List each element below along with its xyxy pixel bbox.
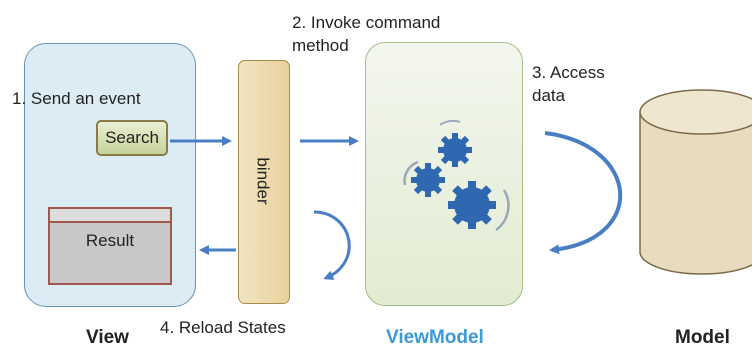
- step3-label-line1: 3. Access: [532, 63, 605, 82]
- result-header: [50, 209, 170, 223]
- gear-icon: [448, 181, 496, 229]
- step4-label: 4. Reload States: [160, 318, 286, 337]
- gears-icon: [403, 119, 510, 232]
- model-title: Model: [675, 327, 730, 348]
- step2-label-line1: 2. Invoke command: [292, 13, 441, 32]
- search-button[interactable]: Search: [96, 120, 168, 156]
- result-box: Result: [48, 207, 172, 285]
- database-icon: [639, 89, 752, 275]
- arrow-access-data-curve: [544, 131, 623, 255]
- gear-icon: [438, 133, 472, 167]
- viewmodel-title: ViewModel: [386, 327, 484, 348]
- view-title: View: [86, 327, 129, 348]
- gear-icon: [411, 163, 445, 197]
- viewmodel-panel: [365, 42, 523, 306]
- step1-label: 1. Send an event: [12, 89, 141, 108]
- step2-label-line2: method: [292, 36, 349, 55]
- arrow-reload-curve: [313, 210, 351, 280]
- result-label: Result: [85, 231, 135, 250]
- step3-label-line2: data: [532, 86, 566, 105]
- binder-panel: [238, 60, 290, 304]
